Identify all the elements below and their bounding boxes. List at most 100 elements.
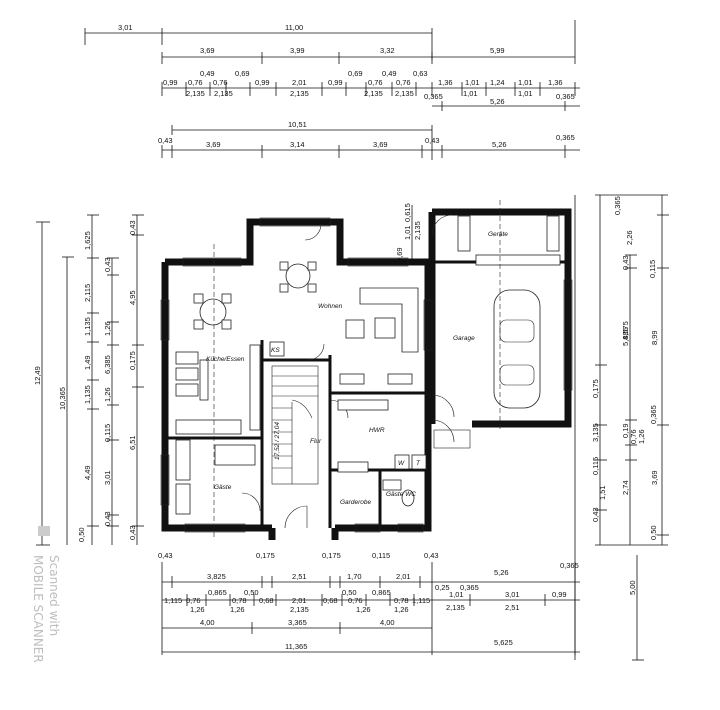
dim-left-1-26b: 1,26: [103, 387, 112, 402]
dim-left-0-43b: 0,43: [103, 511, 112, 526]
dim-bot-0-25: 0,25: [435, 583, 450, 592]
dim-right-8-99: 8,99: [650, 330, 659, 345]
dim-garage-2-135: 2,135: [413, 221, 422, 240]
dim-garage-0-69: 0,69: [395, 247, 404, 262]
dim-bot-0-99: 0,99: [552, 590, 567, 599]
dim-bot-0-175a: 0,175: [256, 551, 275, 560]
dim-top-0-76c: 0,76: [368, 78, 383, 87]
chair-icon: [193, 319, 204, 330]
dim-garage-0-615: 0,615: [403, 203, 412, 222]
dim-left-1-26a: 1,26: [103, 321, 112, 336]
dim-top-3-14: 3,14: [290, 140, 305, 149]
dim-right-1-26: 1,26: [637, 429, 646, 444]
dim-right-3-135: 3,135: [591, 423, 600, 442]
dim-bot-0-50a: 0,50: [244, 588, 259, 597]
dim-top-1-01b: 1,01: [518, 78, 533, 87]
top-dimensions: 3,01 11,00 3,69 3,99 3,32 5,99: [84, 20, 580, 160]
watermark-line1: Scanned with: [47, 555, 61, 636]
bottom-ticks-r3: [186, 594, 546, 606]
chimney-icon: [269, 341, 285, 357]
dim-bot-0-76a: 0,76: [186, 596, 201, 605]
dim-left-1-625: 1,625: [83, 231, 92, 250]
sofa-icon: [359, 287, 419, 353]
dim-top-0-76b: 0,76: [213, 78, 228, 87]
room-label-kueche: Küche/Essen: [206, 356, 245, 363]
left-dimensions: 12,49 10,365 1,625 2,115 1,135 1,49 1,13…: [33, 214, 144, 546]
room-label-wohnen: Wohnen: [318, 303, 343, 310]
dim-right-0-43b: 0,43: [621, 255, 630, 270]
dim-top-10-51: 10,51: [288, 120, 307, 129]
windows: [160, 217, 573, 533]
dim-left-0-175: 0,175: [128, 351, 137, 370]
dim-top-0-365a: 0,365: [424, 92, 443, 101]
dim-top-5-26a: 5,26: [490, 97, 505, 106]
dim-top-3-99: 3,99: [290, 46, 305, 55]
scanner-logo-icon: [38, 526, 50, 536]
dim-bot-1-26d: 1,26: [394, 605, 409, 614]
dim-bot-0-43a: 0,43: [158, 551, 173, 560]
dim-bot-2-01b: 2,01: [292, 596, 307, 605]
dim-left-6-385: 6,385: [103, 355, 112, 374]
dim-top-1-01d: 1,01: [518, 89, 533, 98]
dim-top-0-99a: 0,99: [163, 78, 178, 87]
dim-bot-5-625: 5,625: [494, 638, 513, 647]
dim-left-3-01: 3,01: [103, 470, 112, 485]
doors: [241, 214, 471, 529]
furniture: [175, 200, 561, 540]
dim-bot-0-78b: 0,78: [394, 596, 409, 605]
dim-top-0-43b: 0,43: [425, 136, 440, 145]
dim-left-1-135b: 1,135: [83, 385, 92, 404]
dim-top-3-69: 3,69: [200, 46, 215, 55]
dim-bot-1-115b: 1,115: [412, 596, 430, 605]
room-label-gaeste: Gäste: [214, 484, 232, 491]
chair-icon: [221, 293, 232, 304]
dim-right-4-575: 4,575: [621, 321, 630, 340]
dim-bot-0-68b: 0,68: [323, 596, 338, 605]
armchair-icon: [345, 319, 365, 339]
dim-left-10-365: 10,365: [58, 387, 67, 410]
chimney-label: KS: [271, 347, 280, 354]
dim-bot-3-825: 3,825: [207, 572, 226, 581]
dim-right-0-365a: 0,365: [613, 196, 622, 215]
dim-top-0-99c: 0,99: [328, 78, 343, 87]
dim-top-0-76a: 0,76: [188, 78, 203, 87]
dim-bot-3-365: 3,365: [288, 618, 307, 627]
dim-bot-11-365: 11,365: [285, 642, 307, 651]
dim-top-0-49b: 0,49: [382, 69, 397, 78]
dim-bot-2-01: 2,01: [396, 572, 411, 581]
dim-top-11-00: 11,00: [285, 23, 303, 32]
table-dining-icon: [199, 298, 227, 326]
dim-left-4-49: 4,49: [83, 465, 92, 480]
room-label-gaeste-wc: Gäste WC: [386, 491, 416, 498]
dim-right-0-50: 0,50: [649, 525, 658, 540]
dim-left-12-49: 12,49: [33, 366, 42, 385]
label-w: W: [398, 460, 405, 467]
dim-bot-0-365a: 0,365: [560, 561, 579, 570]
dim-left-6-51: 6,51: [128, 435, 137, 450]
dim-top-2-135b: 2,135: [214, 89, 233, 98]
dim-bot-2-51b: 2,51: [505, 603, 520, 612]
dim-right-0-43a: 0,43: [591, 507, 600, 522]
dim-bot-5-26: 5,26: [494, 568, 509, 577]
dim-bot-0-43b: 0,43: [424, 551, 439, 560]
dim-left-1-135a: 1,135: [83, 317, 92, 336]
dim-top-0-63: 0,63: [413, 69, 428, 78]
chair-icon: [193, 293, 204, 304]
dim-right-0-115b: 0,115: [648, 260, 657, 278]
dim-top-2-135a: 2,135: [186, 89, 205, 98]
dim-bot-0-50b: 0,50: [342, 588, 357, 597]
dim-top-1-01a: 1,01: [465, 78, 480, 87]
dim-right-0-19: 0,19: [621, 423, 630, 438]
watermark-line2: MOBILE SCANNER: [31, 555, 45, 663]
dim-top-0-99b: 0,99: [255, 78, 270, 87]
dim-left-0-50: 0,50: [77, 527, 86, 542]
label-t: T: [416, 460, 421, 467]
dim-top-0-76d: 0,76: [396, 78, 411, 87]
dim-left-0-43a: 0,43: [103, 257, 112, 272]
dim-bot-0-865b: 0,865: [372, 588, 391, 597]
dim-bot-0-175b: 0,175: [322, 551, 341, 560]
stair-label: 17,52 / 27,04: [274, 422, 281, 460]
staircase-icon: [271, 365, 319, 485]
dim-right-2-26: 2,26: [625, 230, 634, 245]
dim-bot-1-70: 1,70: [347, 572, 362, 581]
